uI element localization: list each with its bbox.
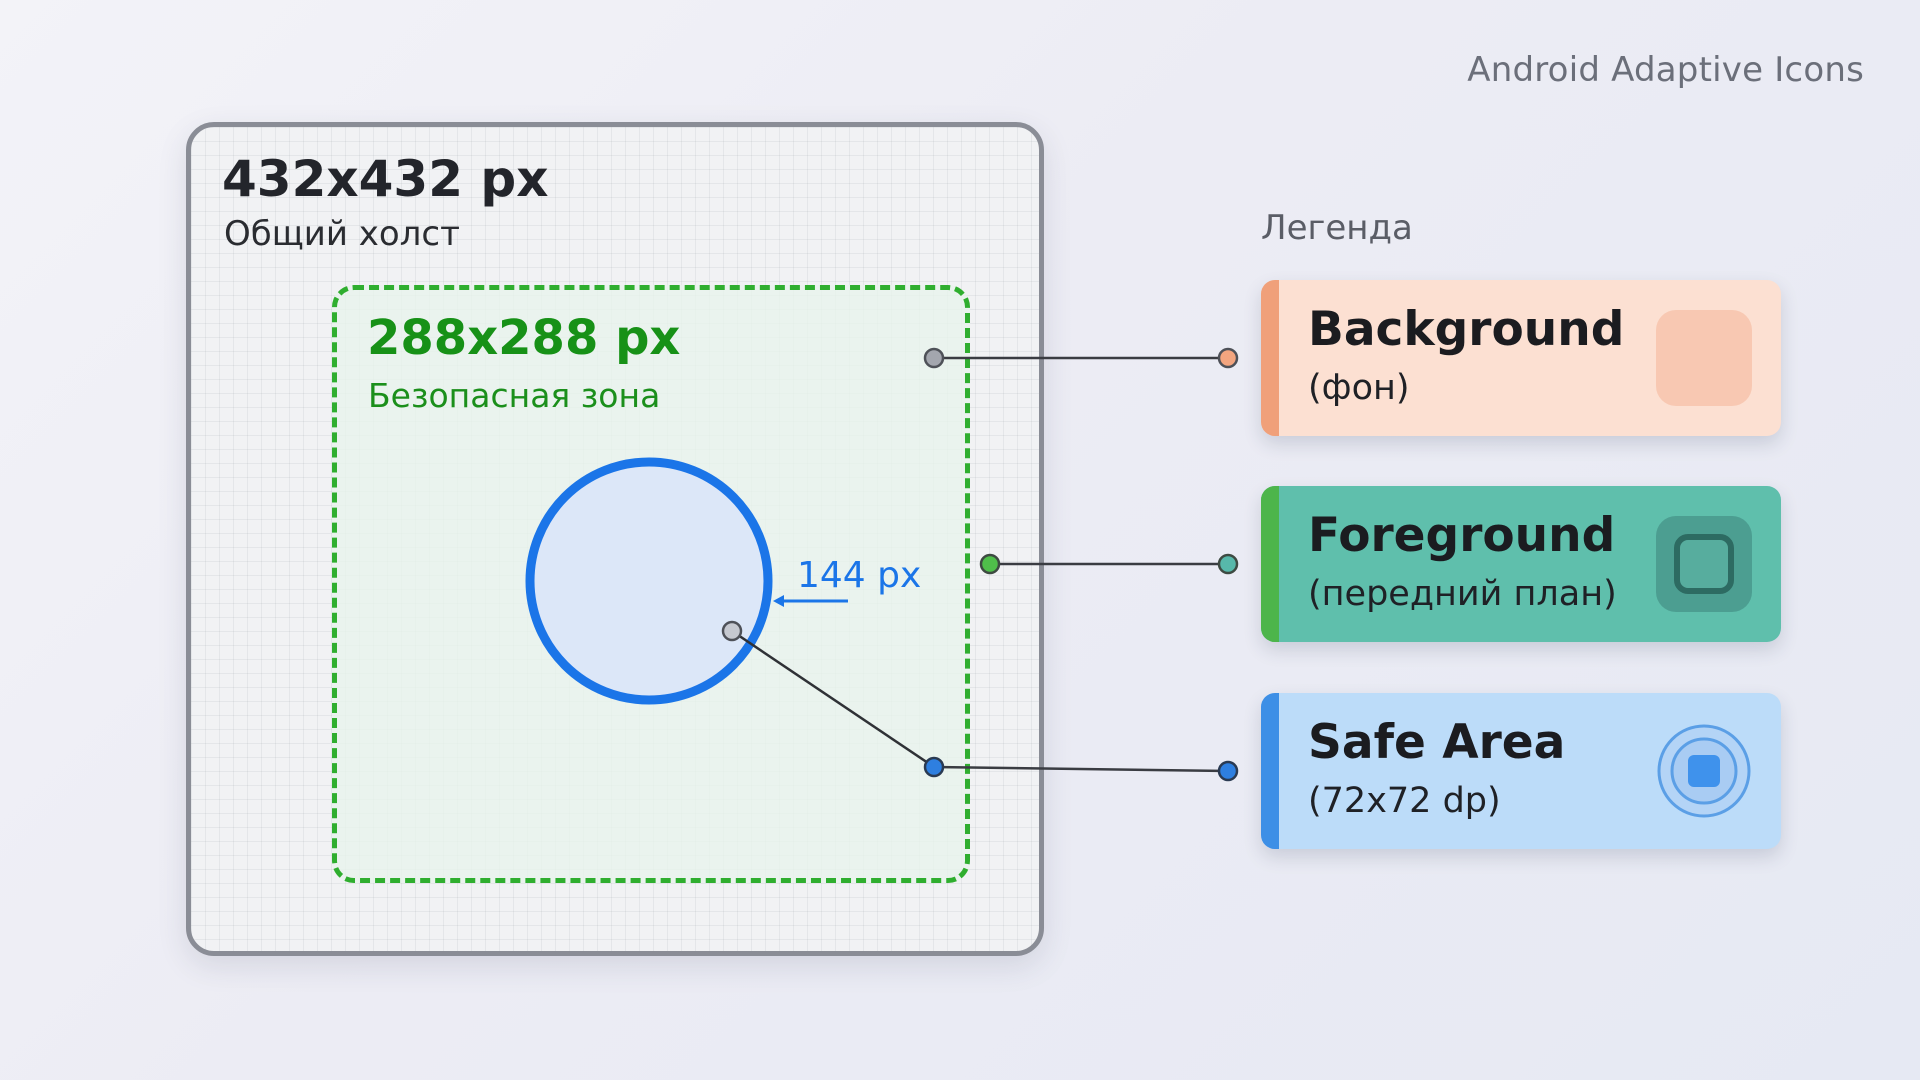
legend-item-subtitle: (72x72 dp)	[1308, 781, 1501, 821]
icon-circle	[525, 457, 773, 705]
brand-title: Android Adaptive Icons	[1467, 50, 1864, 90]
connector-dot-icon	[721, 620, 743, 642]
radius-label: 144 px	[797, 555, 921, 596]
legend-item-title: Safe Area	[1308, 715, 1566, 770]
radius-arrow-icon	[773, 595, 784, 607]
connector-dot-icon	[1217, 347, 1239, 369]
accent-bar	[1261, 280, 1279, 436]
legend-item-background: Background (фон)	[1261, 280, 1781, 436]
legend-title: Легенда	[1261, 208, 1413, 248]
canvas-description: Общий холст	[224, 214, 460, 254]
connector-dot-icon	[979, 553, 1001, 575]
legend-item-title: Background	[1308, 302, 1625, 357]
legend-item-foreground: Foreground (передний план)	[1261, 486, 1781, 642]
safe-zone-description: Безопасная зона	[368, 376, 661, 415]
accent-bar	[1261, 486, 1279, 642]
connector-safe-area	[933, 765, 1229, 773]
legend-item-title: Foreground	[1308, 508, 1616, 563]
rounded-square-outline-icon	[1656, 516, 1752, 612]
target-circle-icon	[1656, 723, 1752, 819]
connector-dot-icon	[923, 347, 945, 369]
connector-dot-icon	[923, 756, 945, 778]
safe-zone-size-label: 288x288 px	[367, 310, 681, 366]
connector-circle-pointer	[731, 629, 935, 769]
legend-item-safe-area: Safe Area (72x72 dp)	[1261, 693, 1781, 849]
connector-dot-icon	[1217, 760, 1239, 782]
legend-item-subtitle: (фон)	[1308, 368, 1410, 408]
square-swatch-icon	[1656, 310, 1752, 406]
accent-bar	[1261, 693, 1279, 849]
canvas-size-label: 432x432 px	[222, 150, 549, 208]
connector-dot-icon	[1217, 553, 1239, 575]
legend-item-subtitle: (передний план)	[1308, 574, 1617, 614]
